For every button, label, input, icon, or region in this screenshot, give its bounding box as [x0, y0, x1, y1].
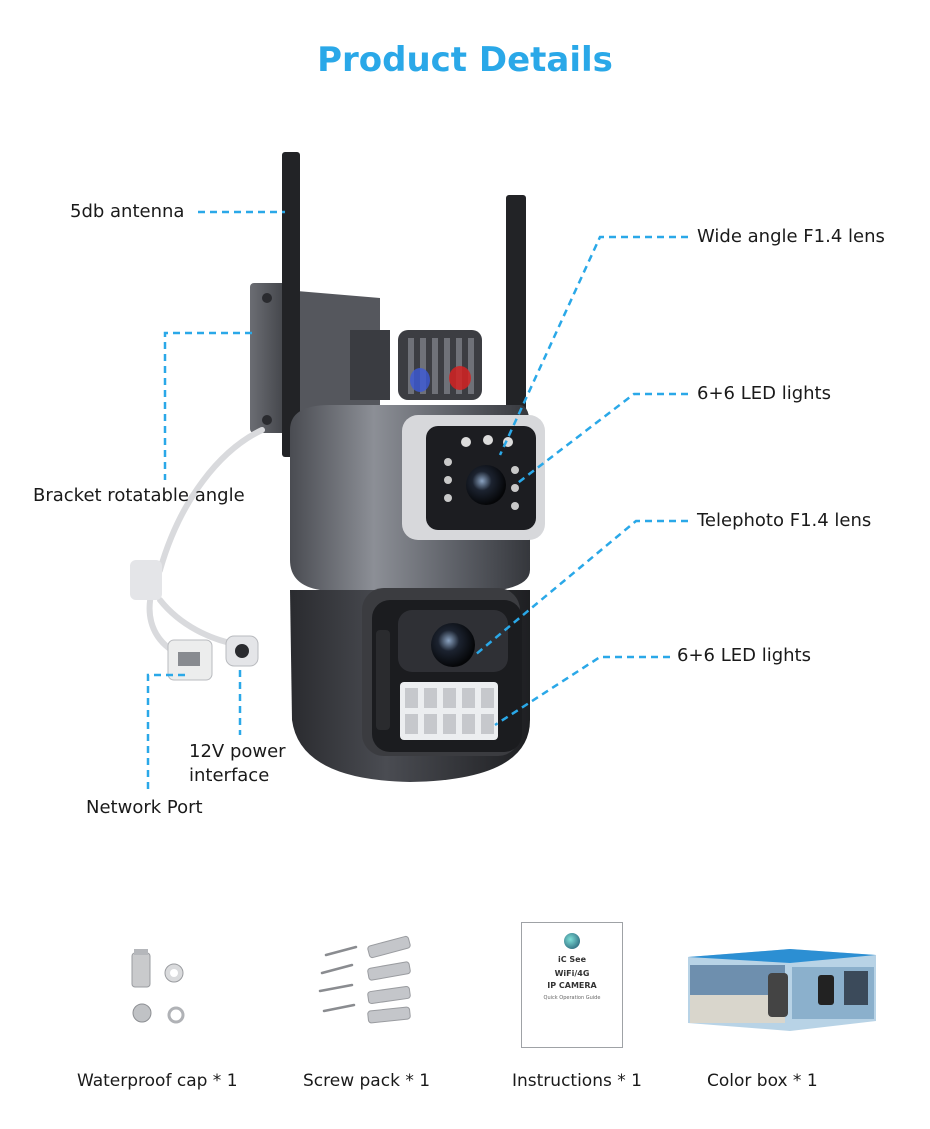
right-antenna — [506, 195, 526, 440]
color-box-label: Color box * 1 — [707, 1071, 818, 1091]
camera-illustration — [130, 152, 545, 782]
screw-pack-label: Screw pack * 1 — [303, 1071, 431, 1091]
instructions-booklet-icon: iC See WiFi/4G IP CAMERA Quick Operation… — [521, 922, 623, 1048]
booklet-line3: Quick Operation Guide — [543, 995, 601, 1001]
top-light-cap — [398, 330, 482, 400]
waterproof-cap-icon — [131, 949, 185, 1024]
box-camera-image — [768, 973, 788, 1017]
waterproof-cap-label: Waterproof cap * 1 — [77, 1071, 238, 1091]
network-port-label: Network Port — [86, 797, 203, 818]
power-label-line2: interface — [189, 765, 270, 786]
booklet-line2: IP CAMERA — [547, 981, 597, 990]
screw-pack-icon — [318, 935, 411, 1024]
leader-wide-lens — [498, 235, 688, 456]
wall-bracket — [250, 283, 390, 433]
tele-lens-label: Telephoto F1.4 lens — [697, 510, 872, 531]
leader-led-bottom — [494, 655, 670, 727]
leader-bracket — [163, 331, 252, 480]
bracket-label: Bracket rotatable angle — [33, 485, 245, 506]
led-top-label: 6+6 LED lights — [697, 383, 831, 404]
color-box-icon — [688, 949, 876, 1031]
lower-camera-module — [362, 588, 522, 756]
power-label-line1: 12V power — [189, 741, 286, 762]
booklet-line1: WiFi/4G — [554, 969, 590, 978]
instructions-label: Instructions * 1 — [512, 1071, 642, 1091]
booklet-logo — [564, 933, 580, 949]
upper-camera-module — [402, 415, 545, 540]
page-title: Product Details — [317, 40, 613, 80]
cable-splitter — [130, 560, 162, 600]
leader-network — [146, 673, 185, 790]
wide-lens-label: Wide angle F1.4 lens — [697, 226, 885, 247]
callout-leaders — [146, 210, 688, 790]
left-antenna — [282, 152, 300, 457]
led-bottom-label: 6+6 LED lights — [677, 645, 811, 666]
leader-tele-lens — [474, 519, 688, 656]
antenna-label: 5db antenna — [70, 201, 185, 222]
leader-led-top — [514, 392, 688, 486]
booklet-brand: iC See — [557, 955, 586, 964]
